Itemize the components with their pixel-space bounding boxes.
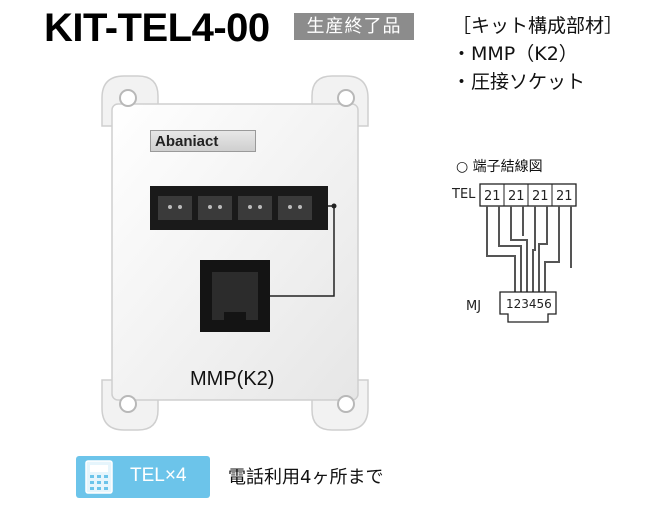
tel-pin-2: 21 [508, 189, 525, 204]
tel-pin-4: 21 [556, 189, 573, 204]
kit-heading: ［キット構成部材］ [452, 15, 624, 37]
panel-label: MMP(K2) [190, 368, 275, 390]
kit-contents: ［キット構成部材］ ・MMP（K2） ・圧接ソケット [452, 12, 623, 96]
screw-hole [119, 395, 137, 413]
internal-wire [270, 205, 335, 297]
model-title: KIT-TEL4-00 [44, 6, 270, 50]
brand-logo: Abaniact [150, 130, 256, 152]
tel-count-label: TEL×4 [130, 465, 187, 486]
screw-hole [337, 89, 355, 107]
usage-description: 電話利用4ヶ所まで [228, 467, 384, 488]
telephone-icon [85, 460, 113, 494]
mj-pins: 123456 [506, 297, 552, 311]
tel-label: TEL [451, 187, 476, 202]
wiring-diagram-title: ○ 端子結線図 [456, 159, 543, 175]
brand-name: Abaniact [155, 133, 219, 150]
mmp-plate [111, 103, 359, 401]
screw-hole [119, 89, 137, 107]
mj-label: MJ [466, 299, 481, 314]
tel-count-box: TEL×4 [76, 456, 210, 498]
discontinued-badge: 生産終了品 [294, 13, 414, 40]
tel-pin-1: 21 [484, 189, 501, 204]
screw-hole [337, 395, 355, 413]
kit-item-mmp: ・MMP（K2） [452, 43, 578, 65]
kit-item-socket: ・圧接ソケット [452, 71, 586, 93]
tel-pin-3: 21 [532, 189, 549, 204]
